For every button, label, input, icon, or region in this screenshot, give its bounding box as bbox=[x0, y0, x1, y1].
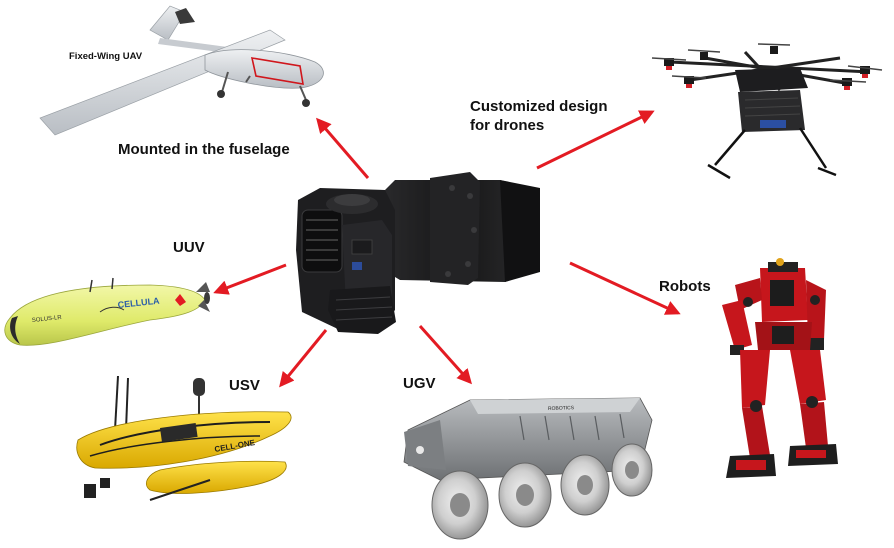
uuv-brand-text: CELLULA bbox=[117, 296, 160, 310]
drone-image bbox=[651, 43, 883, 180]
arrow-to-robots bbox=[569, 261, 681, 315]
arrow-to-drone bbox=[536, 110, 655, 170]
arrow-to-uuv bbox=[213, 263, 287, 295]
arrows bbox=[213, 110, 681, 388]
uuv-name-text: SOLUS-LR bbox=[32, 315, 63, 324]
arrow-to-usv bbox=[279, 329, 328, 388]
arrow-to-ugv bbox=[418, 325, 472, 385]
label-ugv: UGV bbox=[403, 375, 436, 392]
label-customized-design: Customized design for drones bbox=[470, 97, 608, 135]
ugv-image: ROBOTICS bbox=[403, 397, 653, 540]
label-customized-line1: Customized design bbox=[470, 98, 608, 115]
arrow-to-fixed-wing bbox=[316, 117, 370, 179]
uuv-image: SOLUS-LR CELLULA bbox=[4, 277, 210, 346]
label-usv: USV bbox=[229, 377, 260, 394]
ugv-wheels bbox=[431, 443, 653, 540]
label-uuv: UUV bbox=[173, 239, 205, 256]
engine-image bbox=[296, 172, 540, 334]
robot-image bbox=[722, 258, 838, 478]
fixed-wing-uav-image bbox=[39, 5, 324, 136]
label-mounted-in-fuselage: Mounted in the fuselage bbox=[118, 141, 290, 158]
usv-image: CELL-ONE bbox=[76, 375, 292, 501]
label-robots: Robots bbox=[659, 278, 711, 295]
ugv-brand-text: ROBOTICS bbox=[548, 405, 575, 412]
label-fixed-wing-uav: Fixed-Wing UAV bbox=[69, 51, 143, 62]
label-customized-line2: for drones bbox=[470, 117, 545, 134]
